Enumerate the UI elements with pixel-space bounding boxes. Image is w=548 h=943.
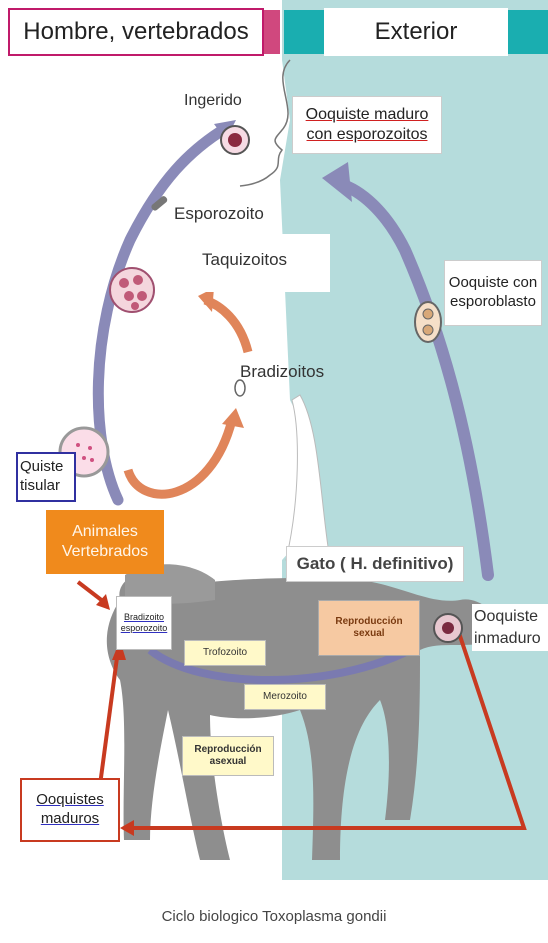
label-ingerido: Ingerido <box>184 92 242 110</box>
ingerido-cyst <box>221 126 249 154</box>
header-right-right-accent <box>508 10 548 54</box>
label-reproduccion-sexual: Reproducción sexual <box>318 600 420 656</box>
label-bradizoitos: Bradizoitos <box>240 362 324 382</box>
ooquiste-inmaduro-cell <box>434 614 462 642</box>
orange-arrow-curve-head <box>222 408 244 428</box>
red-arrow-animales <box>78 582 104 602</box>
tissue-cluster <box>110 268 154 312</box>
merozoito-text: Merozoito <box>263 691 307 703</box>
header-exterior-label: Exterior <box>375 18 458 46</box>
quiste-tisular-text: Quiste tisular <box>20 458 74 496</box>
bradizoito-shape <box>235 380 245 396</box>
ooquiste-esporoblasto-text: Ooquiste con esporoblasto <box>445 274 541 312</box>
red-arrow-up <box>100 650 118 785</box>
header-hombre-vertebrados: Hombre, vertebrados <box>8 8 264 56</box>
label-trofozoito: Trofozoito <box>184 640 266 666</box>
header-hombre-label: Hombre, vertebrados <box>23 18 248 46</box>
caption: Ciclo biologico Toxoplasma gondii <box>0 908 548 925</box>
trofozoito-text: Trofozoito <box>203 647 247 659</box>
label-ooquiste-esporoblasto: Ooquiste con esporoblasto <box>444 260 542 326</box>
label-gato: Gato ( H. definitivo) <box>286 546 464 582</box>
animales-vertebrados-text: Animales Vertebrados <box>46 522 164 562</box>
gato-text: Gato ( H. definitivo) <box>297 553 454 574</box>
reproduccion-sexual-text: Reproducción sexual <box>319 616 419 641</box>
cycle-arrow-left <box>98 128 226 500</box>
bradizoito-esporozoito-text: Bradizoito esporozoito <box>117 612 171 635</box>
label-bradizoito-esporozoito: Bradizoito esporozoito <box>116 596 172 650</box>
ooquistes-maduros-text: Ooquistes maduros <box>22 791 118 829</box>
label-ooquiste-maduro-esporozoitos: Ooquiste maduro con esporozoitos <box>292 96 442 154</box>
label-taquizoitos: Taquizoitos <box>192 234 330 292</box>
label-quiste-tisular: Quiste tisular <box>16 452 76 502</box>
ooquiste-maduro-text: Ooquiste maduro con esporozoitos <box>293 105 441 145</box>
label-merozoito: Merozoito <box>244 684 326 710</box>
label-esporozoito: Esporozoito <box>170 200 274 228</box>
label-ooquiste-inmaduro: Ooquiste inmaduro <box>472 604 548 651</box>
reproduccion-asexual-text: Reproducción asexual <box>183 744 273 768</box>
label-animales-vertebrados: Animales Vertebrados <box>46 510 164 574</box>
ooquiste-esporoblasto-cell <box>415 302 441 342</box>
label-reproduccion-asexual: Reproducción asexual <box>182 736 274 776</box>
label-ooquistes-maduros: Ooquistes maduros <box>20 778 120 842</box>
header-right-left-accent <box>284 10 324 54</box>
orange-arrow-curve <box>128 420 232 494</box>
header-left-accent <box>262 10 280 54</box>
header-exterior: Exterior <box>324 8 508 56</box>
